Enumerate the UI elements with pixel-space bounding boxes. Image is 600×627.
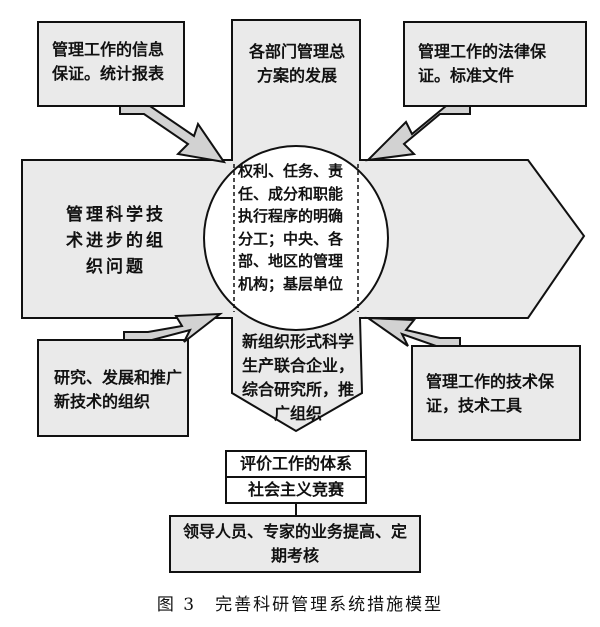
top-right-box-label: 管理工作的法律保证。标准文件 xyxy=(418,42,547,85)
bottom-left-box-shape xyxy=(37,339,189,437)
leaders-box-label: 领导人员、专家的业务提高、定期考核 xyxy=(182,522,407,565)
left-box-label: 管理科学技术进步的组织问题 xyxy=(66,205,166,277)
bottom-right-box-shape xyxy=(411,345,581,441)
top-center-box-label: 各部门管理总方案的发展 xyxy=(248,42,345,85)
top-right-box-shape xyxy=(403,21,587,107)
arrow-bottom-left xyxy=(123,312,224,343)
leaders-box-shape xyxy=(169,515,421,573)
top-left-box-label: 管理工作的信息保证。统计报表 xyxy=(52,40,165,83)
center-circle-shape xyxy=(203,145,389,331)
arrow-bottom-right xyxy=(364,316,461,347)
bottom-left-box-label: 研究、发展和推广新技术的组织 xyxy=(54,368,183,411)
arrow-top-left xyxy=(119,105,227,164)
evaluation-box-label: 评价工作的体系 xyxy=(239,454,352,473)
figure-caption: 图 3 完善科研管理系统措施模型 xyxy=(156,595,444,615)
arrow-top-right xyxy=(365,105,471,162)
bottom-right-box-label: 管理工作的技术保证，技术工具 xyxy=(426,372,555,415)
center-circle-label: 权利、任务、责任、成分和职能执行程序的明确分工；中央、各部、地区的管理机构；基层… xyxy=(238,162,344,293)
competition-box-label: 社会主义竞赛 xyxy=(247,480,344,499)
top-left-box-shape xyxy=(37,21,185,107)
competition-box-shape xyxy=(225,476,367,504)
bottom-center-arrow-label: 新组织形式科学生产联合企业，综合研究所，推广组织 xyxy=(242,332,355,423)
evaluation-box-shape xyxy=(225,450,367,478)
